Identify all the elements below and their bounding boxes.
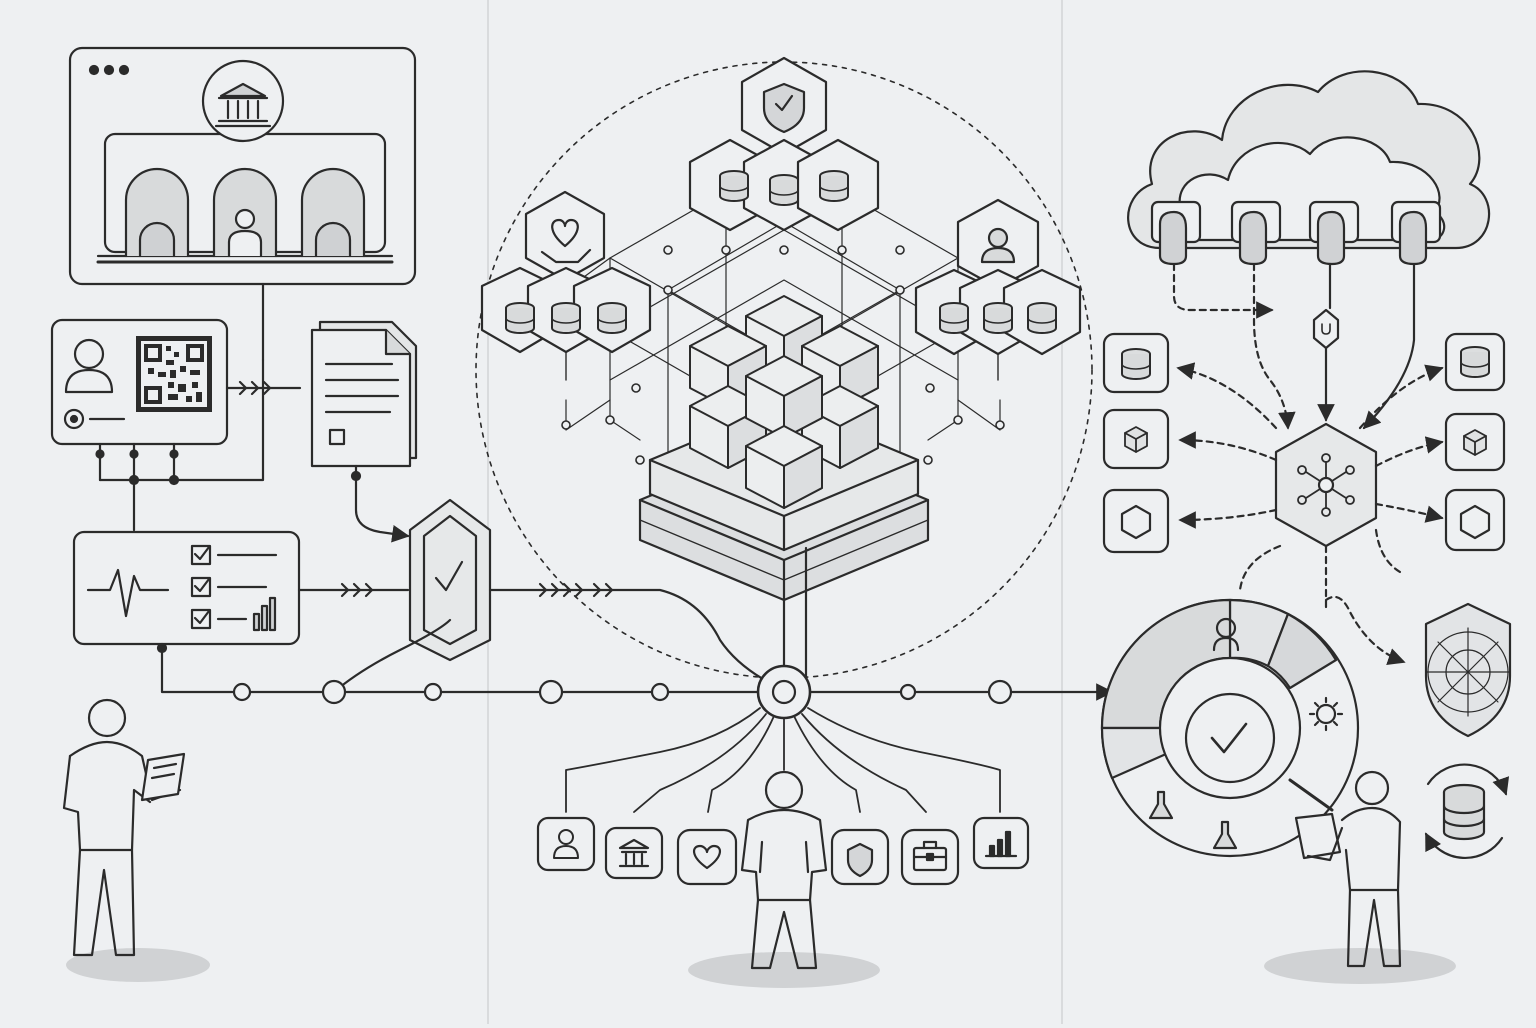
connector (488, 588, 786, 692)
network-icon (1274, 422, 1378, 548)
heartbeat-icon (86, 568, 170, 618)
card-connectors (95, 442, 180, 532)
id-card (50, 318, 229, 446)
chevron-arrows (238, 380, 272, 396)
document-icon (310, 320, 418, 543)
endpoint-chart (972, 816, 1030, 870)
branches (565, 707, 1001, 813)
bus-nodes (156, 642, 670, 705)
shield-web-icon (1424, 602, 1512, 738)
endpoint-heart (676, 828, 738, 886)
check-circle-icon (1210, 722, 1248, 754)
connector (332, 618, 452, 694)
bus-nodes (899, 679, 1013, 705)
endpoint-shield (830, 828, 890, 886)
flask-icon (1148, 790, 1174, 820)
connector (98, 358, 265, 482)
person-icon (227, 208, 263, 258)
person-icon (64, 338, 114, 394)
bar-chart-icon (252, 596, 277, 632)
person-standing (688, 770, 880, 988)
icon-tile-database-right (1444, 332, 1506, 392)
gauge-dial (1100, 598, 1360, 858)
database-sync-icon (1424, 763, 1510, 860)
network-links (1176, 362, 1444, 666)
endpoint-person (536, 816, 596, 872)
sun-icon (1308, 696, 1344, 732)
cloud-connectors (1150, 200, 1442, 266)
bank-icon (201, 59, 285, 143)
heart-hands-icon (540, 218, 592, 264)
heart-icon (693, 844, 721, 870)
hub-node-icon (756, 664, 812, 720)
qr-code-icon (136, 336, 212, 412)
checklist-icon (190, 544, 278, 630)
icon-tile-cube-left (1102, 408, 1170, 470)
main-bus (160, 646, 768, 694)
endpoint-briefcase (900, 828, 960, 886)
cloud-links (1172, 262, 1416, 430)
chevron-arrows (538, 582, 614, 598)
health-card (72, 530, 301, 646)
hex-group-person (914, 198, 1082, 381)
bar-chart-icon (984, 830, 1018, 858)
person-with-document (62, 698, 210, 982)
shield-icon (846, 842, 874, 878)
icon-tile-database-left (1102, 332, 1170, 394)
flask-icon (1212, 820, 1238, 850)
briefcase-icon (912, 840, 948, 872)
person-icon (980, 227, 1016, 264)
browser-window (68, 46, 417, 286)
bank-icon (618, 838, 650, 868)
icon-tile-cube-right (1444, 412, 1506, 472)
hex-group-heart (480, 190, 652, 381)
person-with-tablet (1264, 770, 1456, 984)
radio-icon (63, 408, 126, 430)
icon-tile-hexagon-right (1444, 488, 1506, 552)
shield-check-icon (408, 498, 492, 662)
endpoint-bank (604, 826, 664, 880)
hex-group-shield (688, 56, 880, 232)
chevron-arrows (340, 582, 374, 598)
icon-tile-hexagon-left (1102, 488, 1170, 554)
search-person-icon (1212, 617, 1240, 652)
